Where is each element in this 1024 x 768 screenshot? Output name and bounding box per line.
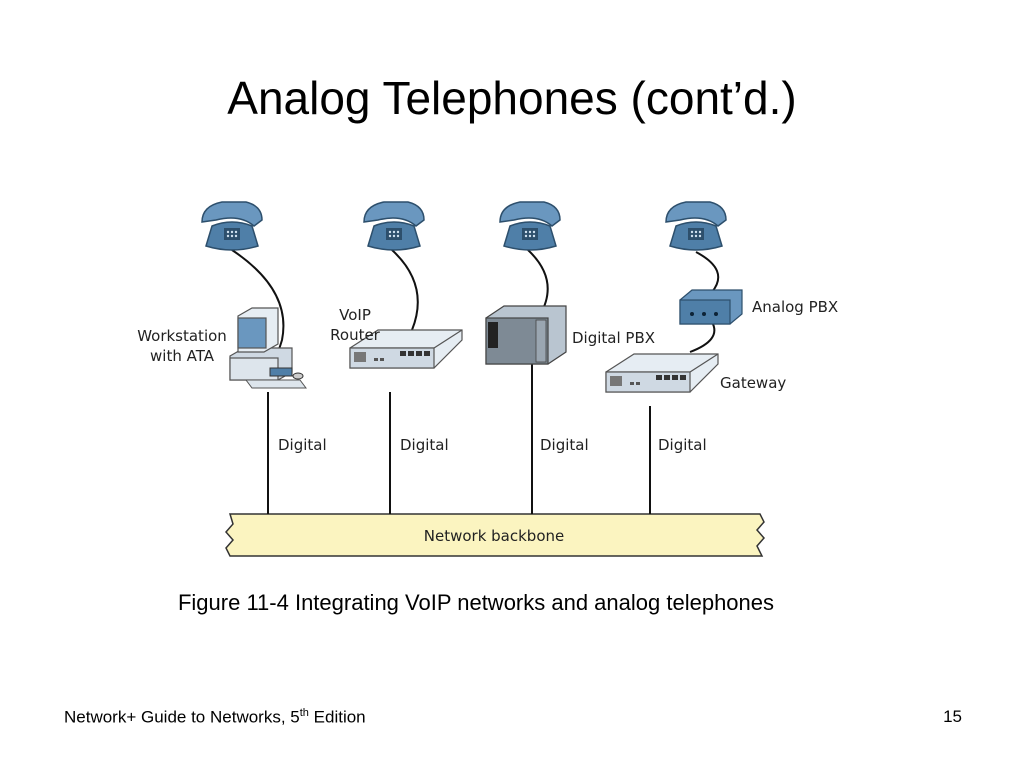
voip-router-label-line2: Router [330, 326, 381, 344]
gateway-icon [605, 353, 719, 393]
footer-book-title: Network+ Guide to Networks, 5th Edition [64, 707, 366, 727]
slide-title: Analog Telephones (cont’d.) [227, 72, 797, 124]
figure-caption: Figure 11-4 Integrating VoIP networks an… [177, 590, 775, 615]
link-label-workstation: Digital [278, 436, 327, 454]
digital-pbx-label: Digital PBX [572, 329, 655, 347]
workstation-label-line1: Workstation [137, 327, 227, 345]
edition-superscript: th [299, 707, 309, 719]
telephone-icon [201, 201, 263, 251]
page-number: 15 [943, 707, 962, 726]
analog-pbx-icon [679, 289, 743, 325]
telephone-icon [363, 201, 425, 251]
workstation-icon [229, 307, 307, 389]
link-label-voip-router: Digital [400, 436, 449, 454]
cord-voip-router [391, 249, 419, 331]
network-backbone: Network backbone [225, 513, 765, 557]
telephone-icon [665, 201, 727, 251]
gateway-label: Gateway [720, 374, 786, 392]
analog-pbx-label: Analog PBX [752, 298, 838, 316]
voip-router-label-line1: VoIP [339, 306, 371, 324]
cord-analog-pbx [695, 251, 720, 293]
phone-cords [231, 249, 720, 369]
telephone-icon [499, 201, 561, 251]
link-label-gateway: Digital [658, 436, 707, 454]
cord-analog-pbx-to-gateway [689, 321, 716, 353]
backbone-label: Network backbone [424, 527, 564, 545]
digital-links [267, 362, 651, 514]
link-label-digital-pbx: Digital [540, 436, 589, 454]
workstation-label-line2: with ATA [150, 347, 215, 365]
cord-digital-pbx [527, 249, 549, 316]
digital-pbx-icon [485, 305, 567, 365]
